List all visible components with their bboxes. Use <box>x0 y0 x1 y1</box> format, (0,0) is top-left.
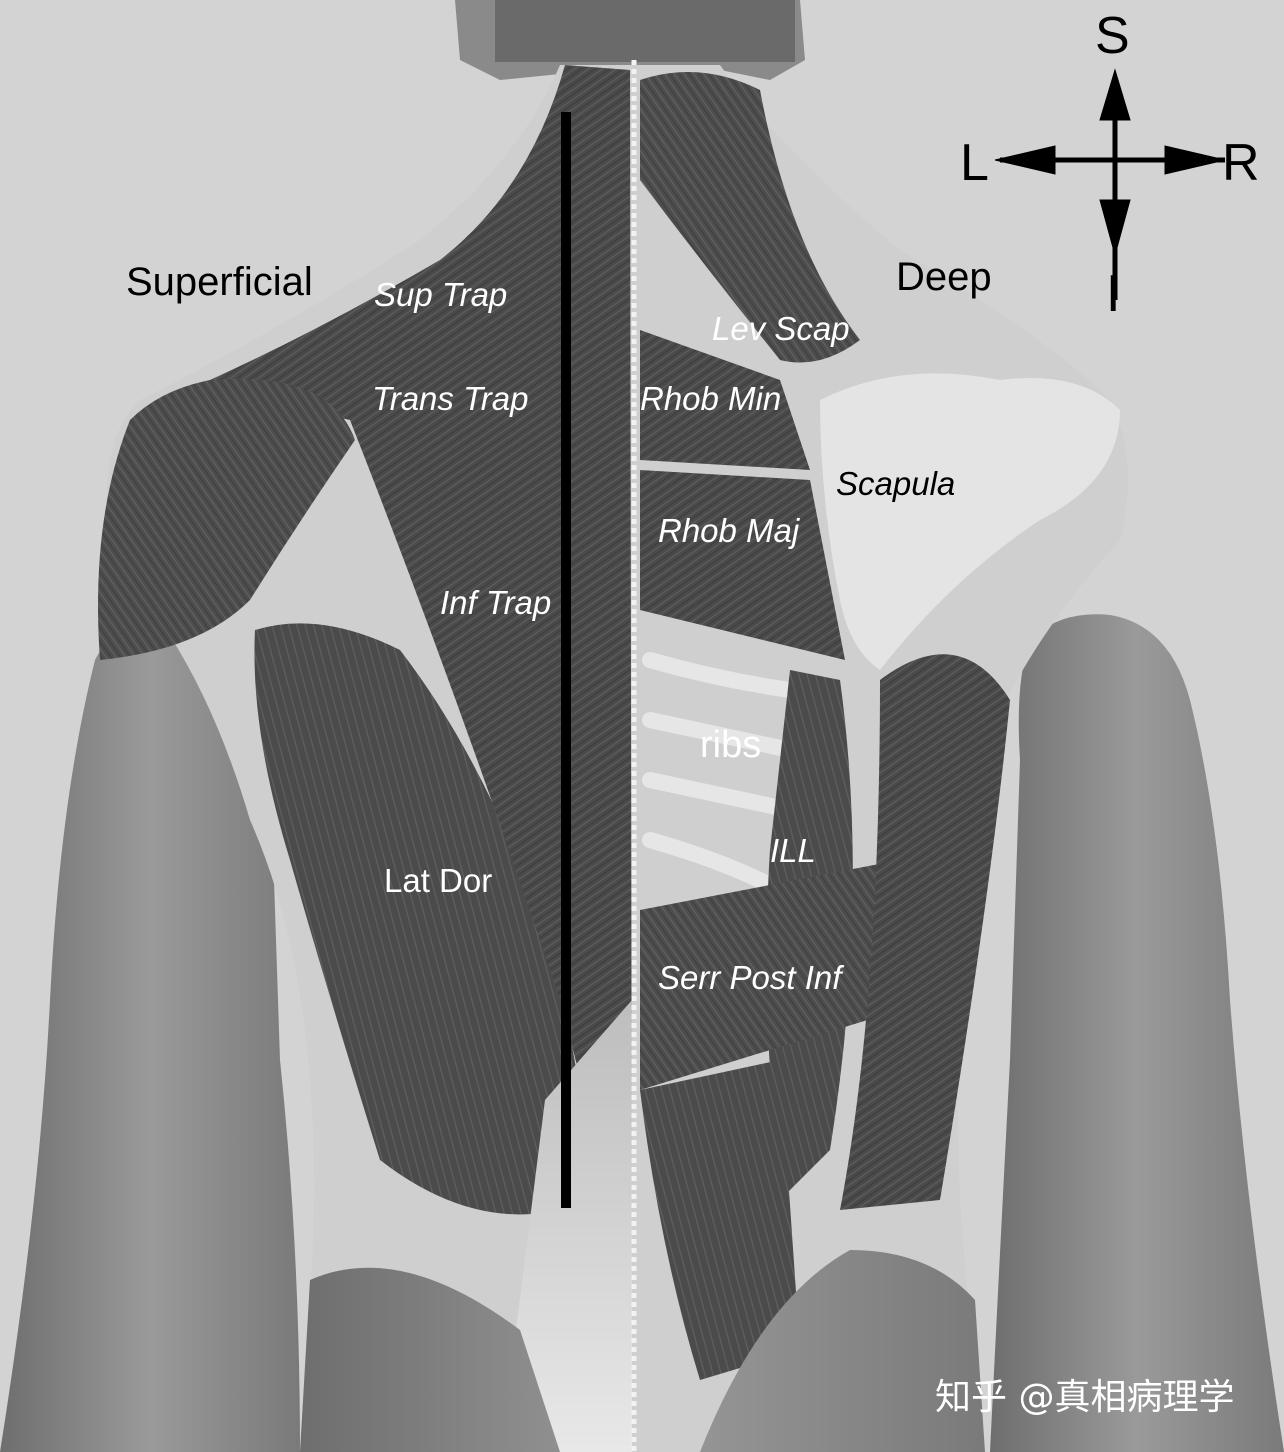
label-inf-trap: Inf Trap <box>440 584 552 621</box>
compass-inferior: I <box>1106 265 1121 323</box>
section-deep: Deep <box>896 255 992 299</box>
lateral-deep-muscles <box>840 654 1010 1210</box>
label-sup-trap: Sup Trap <box>374 276 508 313</box>
label-ribs: ribs <box>700 724 762 766</box>
arrow-up-icon <box>1099 68 1131 121</box>
label-lat-dor: Lat Dor <box>384 862 493 899</box>
label-lev-scap: Lev Scap <box>712 310 850 347</box>
arm-left <box>0 614 300 1452</box>
scapula-shape <box>820 373 1120 670</box>
deltoid-shape <box>98 378 355 660</box>
ribs-shape <box>642 652 798 893</box>
label-scapula: Scapula <box>836 465 956 502</box>
arrow-right-icon <box>1164 145 1226 175</box>
arrow-left-icon <box>994 145 1056 175</box>
label-trans-trap: Trans Trap <box>372 380 529 417</box>
rhomboid-major-shape <box>640 470 845 660</box>
rhomboid-minor-shape <box>640 330 810 470</box>
arm-right <box>990 614 1284 1452</box>
label-serr-post-inf: Serr Post Inf <box>658 959 842 996</box>
latissimus-dorsi-shape <box>254 623 600 1215</box>
label-rhob-min: Rhob Min <box>640 380 782 417</box>
compass-superior: S <box>1095 7 1130 65</box>
trapezius-shape <box>210 65 632 1300</box>
compass-right: R <box>1222 134 1260 192</box>
lower-back-skin <box>300 1250 985 1452</box>
serratus-posterior-inferior-shape <box>640 860 900 1090</box>
head-neck <box>455 0 805 80</box>
watermark: 知乎 @真相病理学 <box>935 1377 1235 1418</box>
section-superficial: Superficial <box>126 260 313 304</box>
label-ill: ILL <box>770 832 816 869</box>
erector-spinae-shape <box>640 1060 800 1380</box>
thoracolumbar-fascia <box>500 1000 632 1452</box>
levator-scapulae-shape <box>640 72 860 363</box>
label-rhob-maj: Rhob Maj <box>658 512 800 549</box>
compass-left: L <box>960 134 989 192</box>
arrow-down-icon <box>1099 199 1131 257</box>
compass-rose <box>994 68 1226 300</box>
